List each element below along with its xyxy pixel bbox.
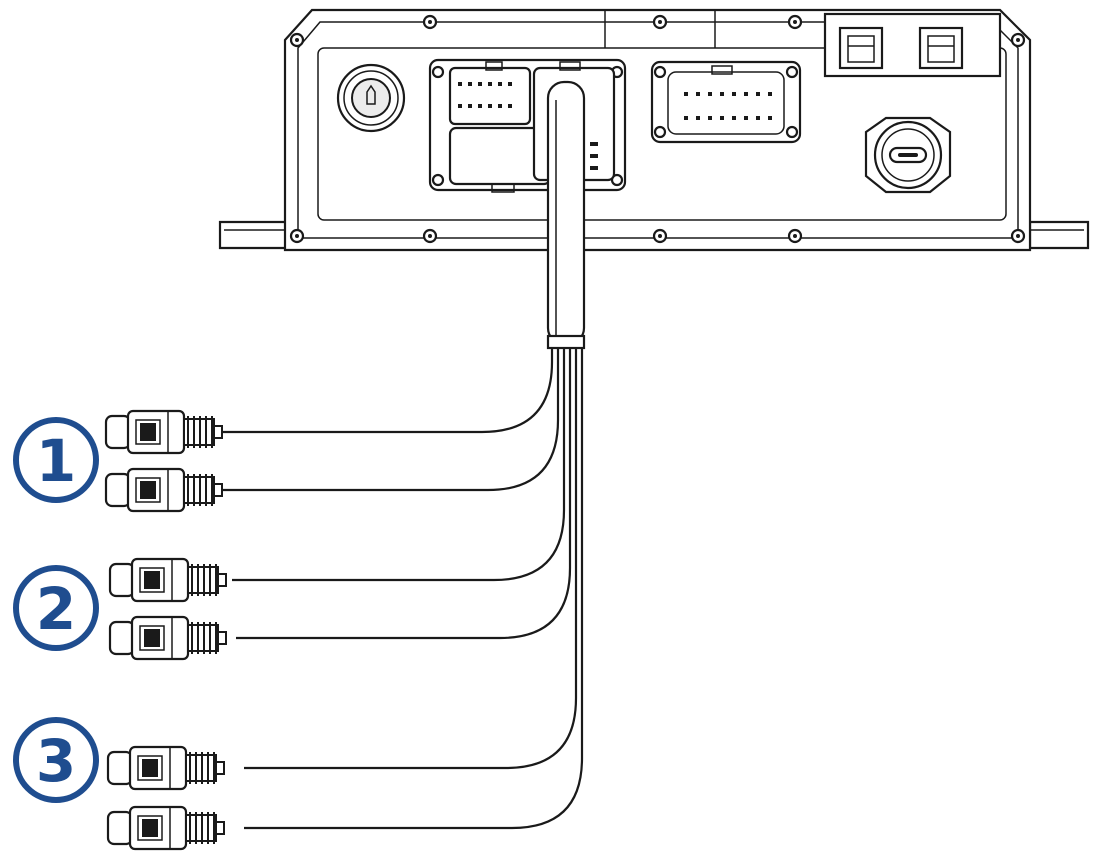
mounting-flange (218, 220, 292, 250)
callout-2-label: 2 (36, 575, 76, 643)
callout-1-label: 1 (36, 427, 76, 495)
callout-3: 3 (13, 717, 99, 803)
network-ports (823, 12, 1002, 78)
callout-1: 1 (13, 417, 99, 503)
housing-screws (289, 14, 1026, 244)
callout-2: 2 (13, 565, 99, 651)
rca-connector (106, 805, 226, 851)
rca-connectors (104, 409, 228, 851)
rca-connector (104, 467, 224, 513)
wire-bundle (218, 348, 584, 830)
rca-connector (108, 615, 228, 661)
main-cable (546, 80, 586, 350)
rca-connector (108, 557, 228, 603)
rca-connector (104, 409, 224, 455)
rca-connector (106, 745, 226, 791)
power-terminal (336, 63, 406, 133)
harness-connector-block (428, 58, 627, 193)
usb-port (864, 116, 952, 194)
control-unit (218, 8, 1090, 252)
data-connector (650, 60, 802, 144)
callout-3-label: 3 (36, 727, 76, 795)
